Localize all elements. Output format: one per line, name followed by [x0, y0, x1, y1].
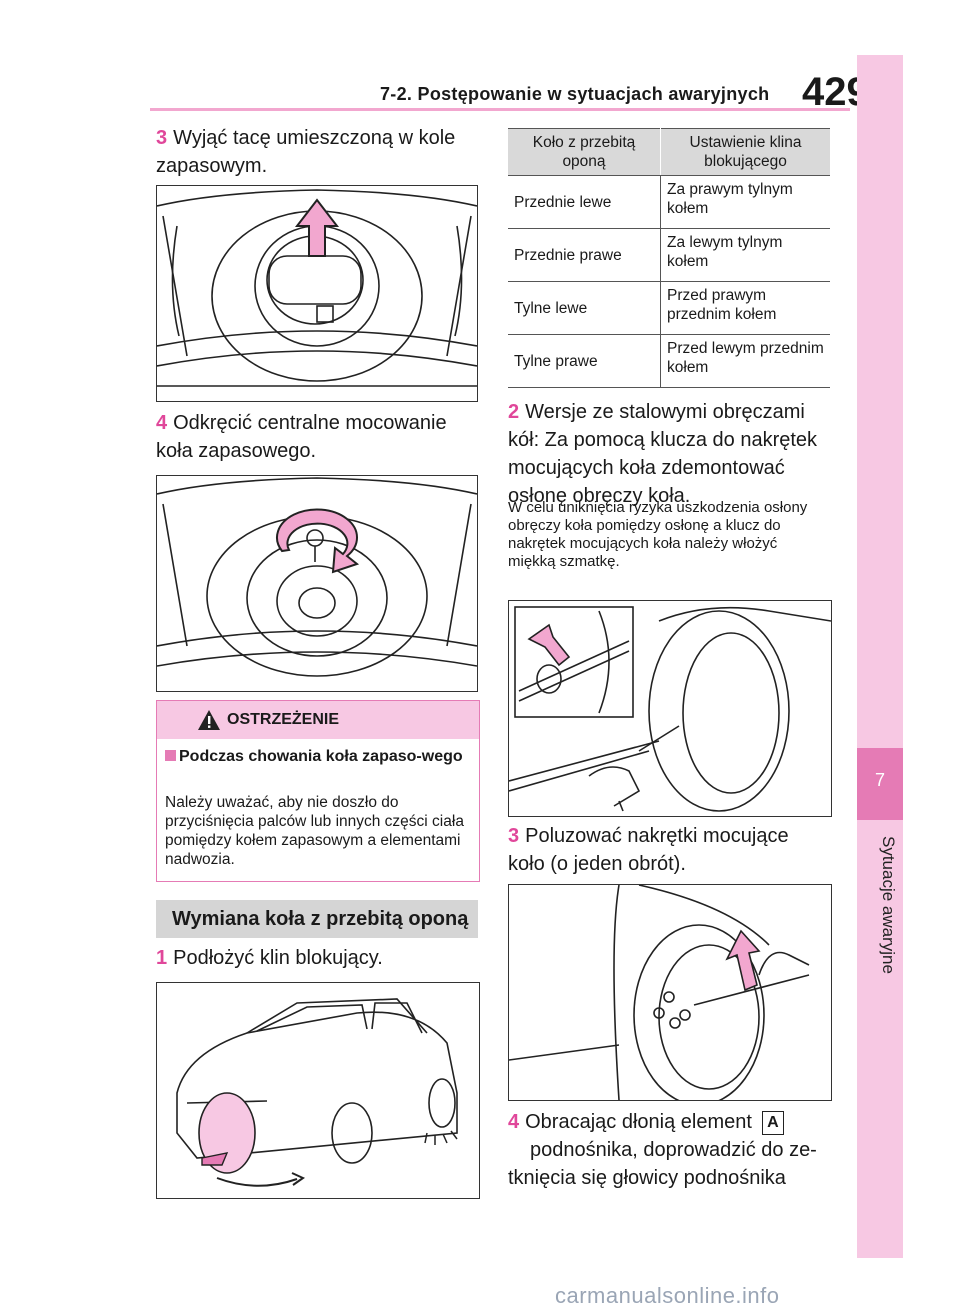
watermark: carmanualsonline.info	[555, 1283, 780, 1308]
section-title: 7-2. Postępowanie w sytuacjach awaryjnyc…	[380, 84, 770, 104]
marker-a-label: A	[761, 1110, 784, 1135]
step-text: Odkręcić centralne mocowanie koła zapaso…	[156, 412, 447, 462]
step-text: Podłożyć klin blokujący.	[173, 947, 383, 969]
section-heading-box: Wymiana koła z przebitą oponą	[156, 900, 478, 938]
step-number: 1	[156, 947, 168, 969]
step-text: Wyjąć tacę umieszczoną w kole zapasowym.	[156, 127, 456, 177]
chapter-side-tab	[857, 55, 903, 1258]
chapter-title: Sytuacje awaryjne	[879, 836, 898, 974]
table-row: Tylne prawe Przed lewym przednim kołem	[508, 334, 830, 388]
step-text: Obracając dłonią element	[525, 1111, 752, 1133]
wheel-cover-removal-drawing	[509, 606, 831, 812]
table-cell: Tylne lewe	[508, 281, 661, 335]
warning-triangle-icon	[198, 710, 220, 730]
warning-box: OSTRZEŻENIE Podczas chowania koła zapaso…	[156, 700, 480, 882]
spare-wheel-mount-drawing	[157, 477, 477, 677]
wheel-cover-removal-illustration	[508, 600, 832, 817]
header-rule	[150, 108, 850, 111]
warning-title: OSTRZEŻENIE	[227, 711, 340, 728]
table-cell: Przed lewym przednim kołem	[660, 334, 830, 388]
chapter-number: 7	[874, 770, 885, 790]
step-2-note: W celu uniknięcia ryzyka uszkodzenia osł…	[508, 499, 808, 570]
table-row: Przednie lewe Za prawym tylnym kołem	[508, 175, 830, 229]
chapter-number-box	[857, 748, 903, 820]
loosen-nuts-illustration	[508, 884, 832, 1101]
table-cell: Przednie lewe	[508, 175, 661, 229]
step-text: Wersje ze stalowymi obręczami kół: Za po…	[508, 401, 818, 507]
step-text: Poluzować nakrętki mocujące koło (o jede…	[508, 825, 789, 875]
step-text-continued: podnośnika, doprowadzić do ze-tknięcia s…	[508, 1139, 817, 1189]
step-number: 2	[508, 401, 520, 423]
step-number: 4	[508, 1111, 520, 1133]
warning-subtitle: Podczas chowania koła zapaso-wego	[165, 747, 471, 766]
warning-body: Należy uważać, aby nie doszło do przyciś…	[165, 794, 464, 868]
table-header-cell: Ustawienie klina blokującego	[660, 128, 830, 176]
table-cell: Za prawym tylnym kołem	[660, 175, 830, 229]
step-number: 3	[156, 127, 168, 149]
chapter-title-vertical: Sytuacje awaryjne	[862, 836, 898, 1006]
chock-placement-table: Koło z przebitą oponą Ustawienie klina b…	[508, 128, 830, 388]
car-wheel-chock-illustration	[156, 982, 480, 1199]
warning-header: OSTRZEŻENIE	[157, 701, 479, 739]
warning-subtitle-text: Podczas chowania koła zapaso-wego	[179, 748, 463, 765]
table-row: Przednie prawe Za lewym tylnym kołem	[508, 228, 830, 282]
loosen-nuts-drawing	[509, 885, 810, 1100]
table-cell: Przednie prawe	[508, 228, 661, 282]
table-cell: Za lewym tylnym kołem	[660, 228, 830, 282]
step-number: 3	[508, 825, 520, 847]
table-header-cell: Koło z przebitą oponą	[508, 128, 661, 176]
car-wheel-chock-drawing	[176, 998, 458, 1187]
table-row: Tylne lewe Przed prawym przednim kołem	[508, 281, 830, 335]
table-header-row: Koło z przebitą oponą Ustawienie klina b…	[508, 128, 830, 176]
bullet-square-icon	[165, 750, 176, 761]
section-heading: Wymiana koła z przebitą oponą	[172, 908, 469, 930]
table-cell: Tylne prawe	[508, 334, 661, 388]
spare-wheel-mount-illustration	[156, 475, 478, 692]
step-number: 4	[156, 412, 168, 434]
spare-tray-illustration	[156, 185, 478, 402]
table-cell: Przed prawym przednim kołem	[660, 281, 830, 335]
spare-tray-drawing	[157, 189, 477, 387]
